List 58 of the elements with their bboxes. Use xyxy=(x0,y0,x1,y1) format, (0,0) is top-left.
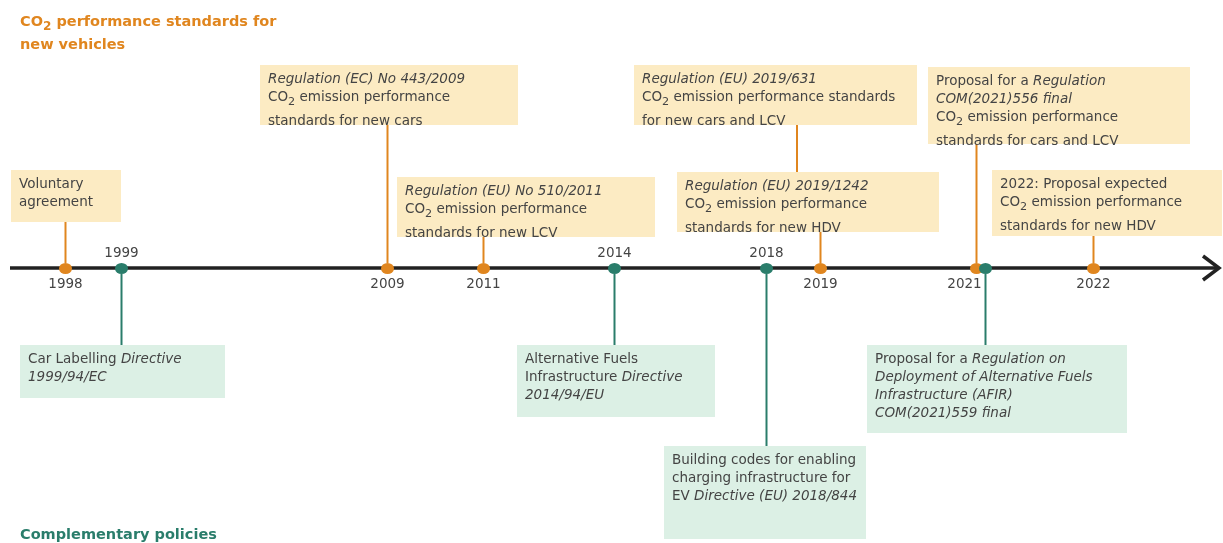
milestone-card xyxy=(11,170,121,222)
year-label: 2011 xyxy=(466,275,501,291)
milestone-card xyxy=(517,345,715,417)
leader-line xyxy=(796,124,798,173)
card-heading: Regulation (EC) No 443/2009 xyxy=(268,69,467,87)
card-heading: 2022: Proposal expected xyxy=(1000,174,1169,192)
card-text: CO$_{2}$ emission performance standards for new cars and LCV xyxy=(642,87,897,129)
milestone-card xyxy=(20,345,225,398)
card-text: Proposal for a Regulation on Deployment of Alternative Fuels Infrastructure (AFIR) COM(2021)559 final xyxy=(875,349,1094,421)
card-text: Alternative Fuels Infrastructure Directive 2014/94/EU xyxy=(525,349,684,403)
card-text: CO$_{2}$ emission performance standards for new cars xyxy=(268,87,452,129)
leader-line xyxy=(819,231,822,264)
timeline-dot xyxy=(1087,263,1100,274)
milestone-card xyxy=(867,345,1127,433)
leader-line xyxy=(613,273,616,346)
timeline-dot xyxy=(477,263,490,274)
card-text: CO$_{2}$ emission performance standards for new HDV xyxy=(685,194,869,236)
leader-line xyxy=(386,124,389,264)
card-heading: Regulation (EU) No 510/2011 xyxy=(405,181,604,199)
card-text: Car Labelling Directive 1999/94/EC xyxy=(28,349,183,385)
leader-line xyxy=(984,273,987,346)
timeline-dot xyxy=(608,263,621,274)
section-heading: Complementary policies xyxy=(20,525,217,543)
section-heading: CO$_{2}$ performance standards for new vehicles xyxy=(20,12,278,53)
card-heading: Regulation (EU) 2019/631 xyxy=(642,69,818,87)
card-text: Building codes for enabling charging infrastructure for EV Directive (EU) 2018/844 xyxy=(672,450,858,504)
timeline-dot xyxy=(979,263,992,274)
year-label: 2018 xyxy=(749,244,784,260)
year-label: 2019 xyxy=(803,275,838,291)
leader-line xyxy=(64,221,67,264)
leader-line xyxy=(482,236,485,264)
card-text: CO$_{2}$ emission performance standards for new HDV xyxy=(1000,192,1184,234)
timeline-dot xyxy=(115,263,128,274)
year-label: 2014 xyxy=(597,244,632,260)
milestone-card xyxy=(664,446,866,539)
milestone-card xyxy=(634,65,917,125)
year-label: 2009 xyxy=(370,275,405,291)
leader-line xyxy=(765,273,768,447)
timeline-dot xyxy=(59,263,72,274)
year-label: 2021 xyxy=(947,275,982,291)
leader-line xyxy=(975,143,978,264)
timeline-dot xyxy=(381,263,394,274)
card-text: CO$_{2}$ emission performance standards for cars and LCV xyxy=(936,107,1120,149)
year-label: 1999 xyxy=(104,244,139,260)
milestone-card xyxy=(677,172,939,232)
year-label: 1998 xyxy=(48,275,83,291)
leader-line xyxy=(1092,235,1095,264)
milestone-card xyxy=(928,67,1190,144)
milestone-card xyxy=(260,65,518,125)
timeline-dot xyxy=(814,263,827,274)
leader-line xyxy=(120,273,123,346)
card-text: CO$_{2}$ emission performance standards for new LCV xyxy=(405,199,589,241)
year-label: 2022 xyxy=(1076,275,1111,291)
card-heading: Regulation (EU) 2019/1242 xyxy=(685,176,870,194)
card-text: Voluntary agreement xyxy=(19,174,94,210)
milestone-card xyxy=(397,177,655,237)
milestone-card xyxy=(992,170,1222,236)
timeline-dot xyxy=(760,263,773,274)
